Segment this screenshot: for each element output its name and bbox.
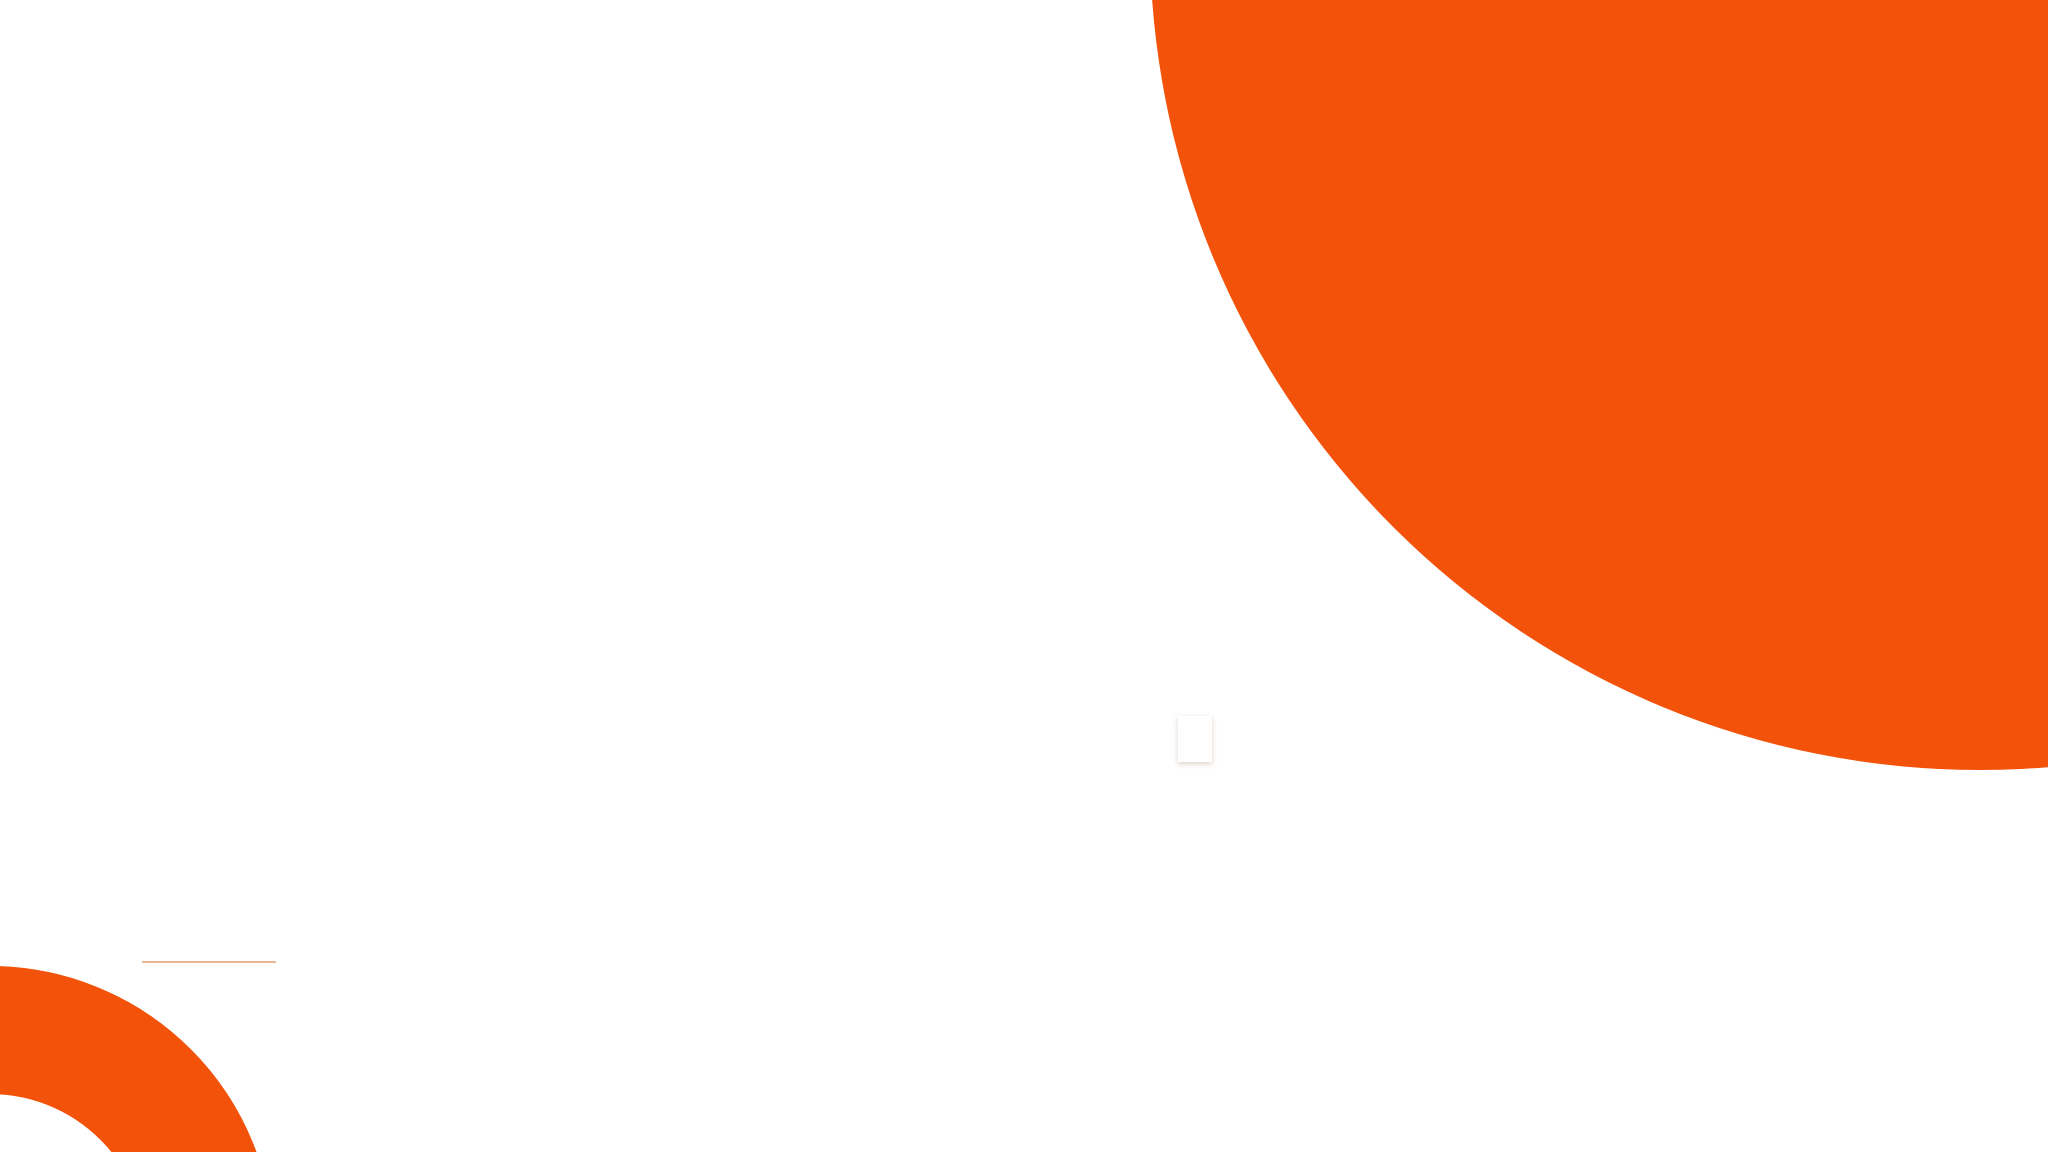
arrow-layer (0, 0, 2048, 1152)
slide-canvas (0, 0, 2048, 1152)
